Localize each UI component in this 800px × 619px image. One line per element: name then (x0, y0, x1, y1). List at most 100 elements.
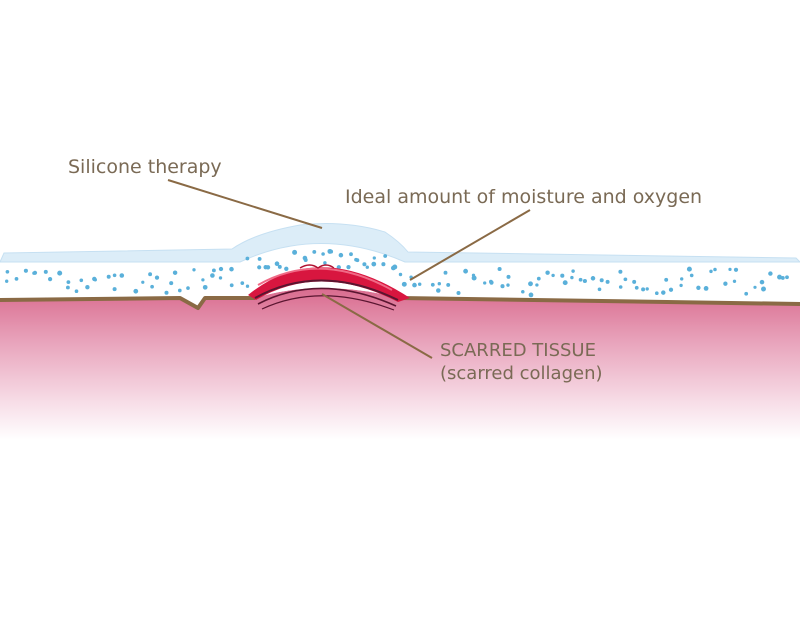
moisture-dot (245, 256, 250, 261)
moisture-dot (23, 268, 28, 273)
moisture-dot (521, 289, 525, 294)
moisture-dot (169, 281, 174, 286)
moisture-dot (759, 279, 765, 285)
moisture-dot (154, 275, 160, 280)
moisture-dot (401, 281, 407, 287)
moisture-dot (398, 272, 403, 277)
scar-tissue (248, 264, 410, 311)
moisture-dot (497, 266, 502, 272)
moisture-dot (618, 269, 623, 274)
moisture-dot (365, 265, 369, 269)
label-silicone-therapy: Silicone therapy (68, 156, 222, 178)
moisture-dot (536, 276, 541, 281)
moisture-dot (768, 271, 773, 276)
moisture-dot (777, 274, 782, 280)
moisture-dot (381, 262, 386, 267)
moisture-dot (623, 277, 628, 282)
moisture-dot (528, 292, 534, 298)
moisture-dot (201, 278, 205, 282)
moisture-dot (218, 266, 224, 272)
moisture-dot (338, 252, 344, 258)
moisture-dot (43, 269, 48, 274)
moisture-dot (277, 264, 282, 269)
moisture-dot (641, 287, 646, 292)
moisture-dot (597, 287, 602, 292)
moisture-dot (257, 265, 262, 270)
moisture-dot (599, 278, 604, 283)
moisture-dot (456, 291, 461, 295)
moisture-dot (571, 269, 575, 273)
moisture-dot (680, 277, 684, 281)
moisture-dot (372, 256, 376, 260)
moisture-dot (229, 266, 234, 272)
moisture-dot (79, 278, 84, 283)
moisture-dot (463, 268, 468, 274)
moisture-dot (5, 279, 9, 283)
moisture-dot (703, 286, 709, 291)
moisture-dot (528, 281, 533, 287)
moisture-dot (732, 279, 737, 283)
moisture-dot (229, 283, 234, 288)
moisture-dot (346, 264, 351, 270)
moisture-dot (412, 282, 417, 288)
moisture-dot (172, 270, 178, 275)
moisture-dot (733, 267, 739, 272)
moisture-dot (177, 288, 182, 293)
moisture-dot (371, 261, 377, 267)
moisture-dot (744, 291, 749, 296)
moisture-dot (753, 285, 757, 289)
moisture-dot (202, 284, 208, 290)
skin-surface-line (0, 296, 800, 310)
moisture-dot (65, 285, 70, 290)
label-moisture-oxygen: Ideal amount of moisture and oxygen (345, 186, 703, 208)
moisture-dot (713, 267, 717, 272)
label-scarred-tissue: SCARRED TISSUE (scarred collagen) (440, 340, 603, 385)
moisture-dot (349, 252, 353, 257)
leader-line-moisture (409, 209, 531, 281)
moisture-dots (5, 248, 789, 298)
moisture-dot (417, 282, 422, 286)
moisture-dot (506, 283, 510, 287)
moisture-dot (430, 282, 435, 287)
moisture-dot (133, 288, 139, 294)
moisture-dot (362, 262, 367, 267)
moisture-dot (245, 284, 250, 288)
moisture-dot (679, 283, 683, 288)
leader-line-silicone (167, 179, 323, 229)
moisture-dot (645, 287, 649, 291)
moisture-dot (112, 273, 117, 278)
moisture-dot (605, 279, 610, 284)
moisture-dot (590, 276, 596, 281)
moisture-dot (723, 281, 728, 286)
moisture-dot (5, 269, 10, 274)
moisture-dot (119, 273, 125, 278)
moisture-dot (489, 280, 494, 285)
moisture-dot (383, 254, 388, 258)
moisture-dot (634, 285, 639, 290)
moisture-dot (274, 261, 280, 267)
moisture-dot (32, 271, 36, 275)
moisture-dot (689, 273, 694, 278)
moisture-dot (192, 268, 196, 272)
moisture-dot (582, 278, 587, 284)
moisture-dot (506, 274, 511, 279)
moisture-dot (562, 280, 568, 286)
moisture-dot (92, 276, 97, 282)
moisture-dot (312, 249, 317, 254)
moisture-dot (150, 284, 154, 289)
moisture-dot (141, 280, 145, 284)
moisture-dot (186, 286, 190, 290)
moisture-dot (303, 258, 308, 262)
moisture-dot (355, 258, 360, 263)
moisture-dot (709, 269, 713, 274)
moisture-dot (618, 285, 623, 289)
dermis-tissue (0, 288, 800, 440)
moisture-dot (292, 249, 298, 255)
moisture-dot (471, 275, 477, 281)
moisture-dot (632, 279, 637, 284)
moisture-dot (761, 286, 766, 292)
moisture-dot (570, 275, 574, 280)
moisture-dot (446, 282, 451, 287)
